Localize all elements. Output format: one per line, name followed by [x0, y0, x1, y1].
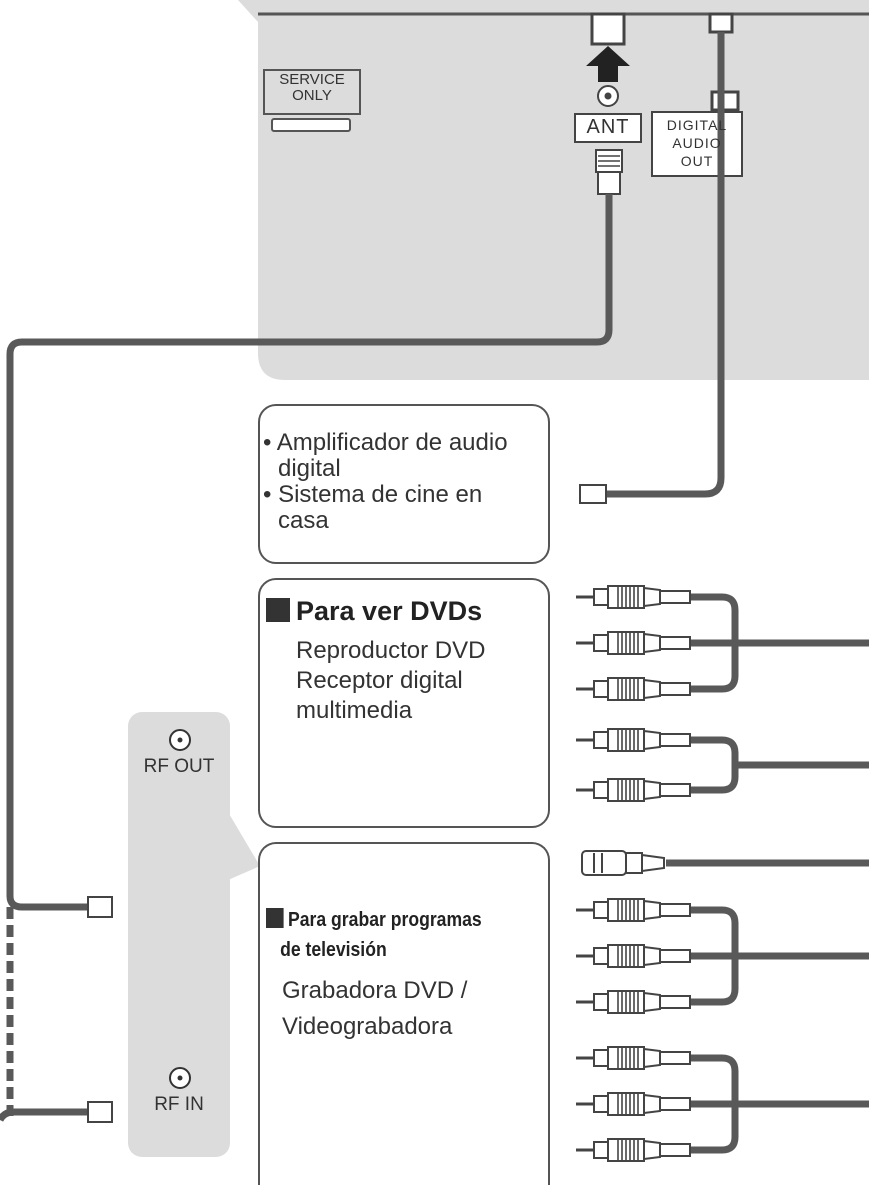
rca-plug-icon: [576, 677, 691, 701]
arrow-icon: [586, 46, 630, 82]
digital-audio-line2: AUDIO: [672, 135, 722, 151]
digital-audio-cable: [604, 32, 725, 498]
optical-port: [710, 90, 740, 112]
rca-plug-icon: [576, 1138, 691, 1162]
recorder-box: [258, 842, 550, 1185]
audio-item2-line1: • Sistema de cine en: [263, 481, 483, 508]
dvd-line3: multimedia: [296, 697, 413, 724]
rca-plug-icon: [576, 990, 691, 1014]
optical-plug-top: [708, 12, 734, 34]
tv-back-panel: [238, 0, 869, 380]
ant-label-frame: [574, 113, 642, 143]
dvd-line2: Receptor digital: [296, 667, 463, 694]
service-label-line1: SERVICE: [279, 71, 345, 88]
rca-cable-group-3: [689, 906, 869, 1006]
rf-out-plug: [87, 896, 113, 918]
rca-plug-icon: [576, 944, 691, 968]
dvd-heading: Para ver DVDs: [296, 596, 483, 626]
service-label-line2: ONLY: [292, 87, 332, 104]
digital-audio-line3: OUT: [680, 153, 714, 169]
rca-plug-icon: [576, 728, 691, 752]
rca-cable-group-1: [689, 593, 869, 693]
digital-audio-frame: [651, 111, 743, 177]
rca-cable-group-4: [689, 1054, 869, 1154]
ant-label: ANT: [586, 116, 630, 138]
service-only-frame: [263, 69, 361, 115]
rf-in-cable: [0, 1108, 88, 1122]
recorder-heading-line2: de televisión: [280, 939, 387, 961]
antenna-cable: [6, 194, 613, 911]
recorder-line2: Videograbadora: [282, 1013, 453, 1040]
rca-plug-icon: [576, 1092, 691, 1116]
audio-item1-line2: digital: [278, 455, 341, 482]
audio-item1-line1: • Amplificador de audio: [263, 429, 508, 456]
svideo-plug-icon: [581, 850, 665, 876]
dvd-box: [258, 578, 550, 828]
dvd-line1: Reproductor DVD: [296, 637, 486, 664]
rf-in-plug: [87, 1101, 113, 1123]
recorder-line1: Grabadora DVD /: [282, 977, 468, 1004]
optical-plug-end: [579, 484, 607, 504]
rf-panel: [128, 712, 230, 1157]
rca-plug-icon: [576, 778, 691, 802]
rf-out-label: RF OUT: [143, 756, 215, 777]
audio-device-box: [258, 404, 550, 564]
digital-audio-line1: DIGITAL: [666, 117, 728, 133]
ant-plug-top: [590, 12, 626, 46]
rca-plug-icon: [576, 898, 691, 922]
square-bullet-icon: [266, 598, 290, 622]
recorder-heading-line1: Para grabar programas: [288, 909, 482, 931]
rca-plug-icon: [576, 1046, 691, 1070]
service-port: [271, 118, 351, 132]
audio-item2-line2: casa: [278, 507, 329, 534]
rca-plug-icon: [576, 631, 691, 655]
rca-cable-group-2: [689, 736, 869, 794]
rca-plug-icon: [576, 585, 691, 609]
rf-panel-pointer: [228, 812, 260, 880]
square-bullet-icon-2: [266, 908, 284, 928]
rf-in-label: RF IN: [154, 1094, 204, 1115]
